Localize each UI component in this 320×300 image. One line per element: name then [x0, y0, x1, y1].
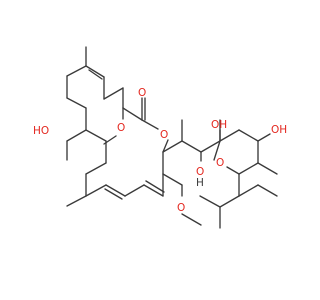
pyran-oxygen-label: O — [216, 157, 224, 169]
carbonyl-oxygen-label: O — [138, 87, 146, 99]
lactone-oxygen-label: O — [160, 129, 168, 141]
pyran-hydroxy-label: OH — [271, 124, 287, 136]
ho-left-label: HO — [33, 125, 49, 137]
hemiketal-hydroxy-label: OH — [211, 119, 227, 131]
methoxy-oxygen-upper-label: O — [117, 122, 125, 134]
methoxy-oxygen-lower-label: O — [177, 202, 185, 214]
bond-skeleton — [66, 46, 278, 229]
hydroxy-oxygen-mid-label: O — [196, 166, 204, 178]
hydroxy-hydrogen-mid-label: H — [196, 177, 204, 189]
molecule-canvas: HO O O O O O H OH O OH — [33, 46, 287, 229]
molecule-structure: HO O O O O O H OH O OH — [33, 46, 287, 229]
atom-labels: HO O O O O O H OH O OH — [33, 87, 287, 214]
